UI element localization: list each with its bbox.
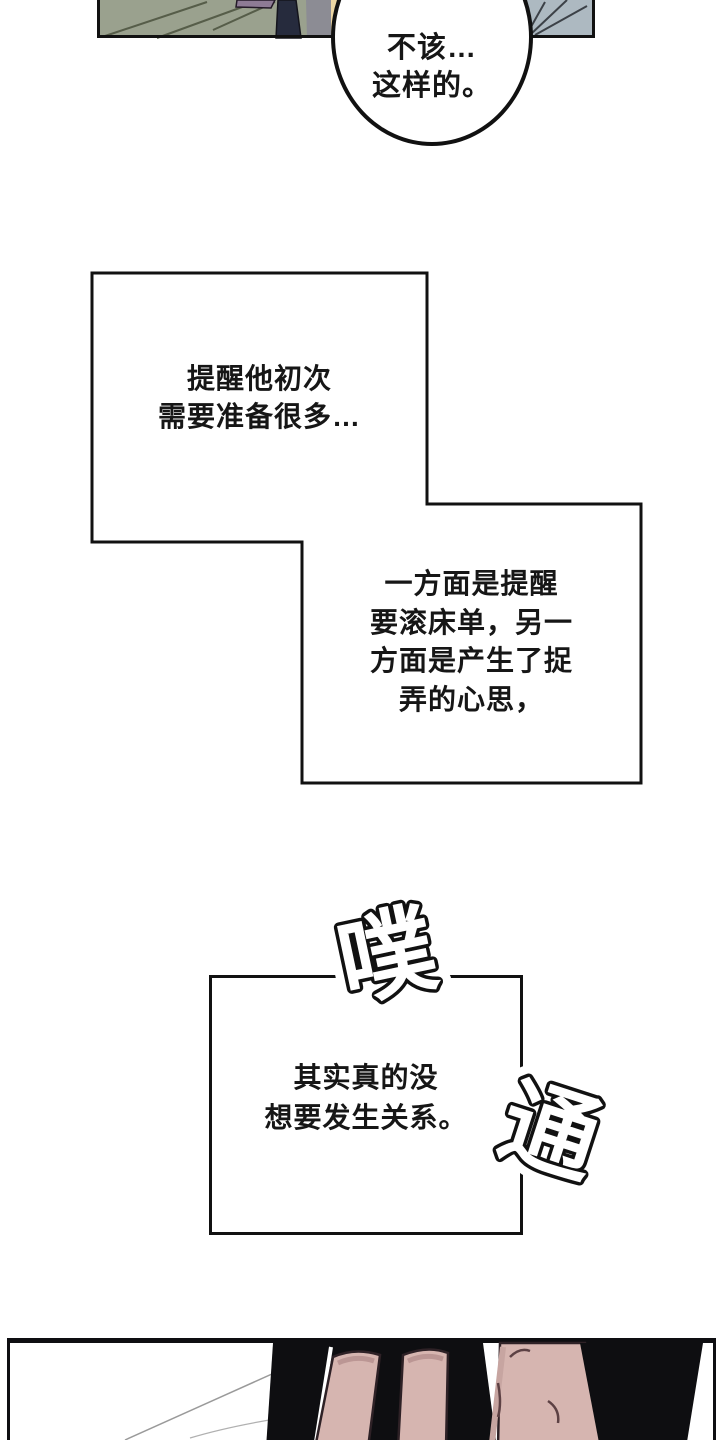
thought-text-1: 提醒他初次 需要准备很多… xyxy=(92,360,427,436)
thought-text-2: 一方面是提醒 要滚床单，另一 方面是产生了捉 弄的心思， xyxy=(302,565,641,719)
step-panel-shape xyxy=(90,271,643,785)
dialogue-line: 其实真的没 xyxy=(293,1062,439,1093)
gray-garment-patch xyxy=(306,0,331,38)
dialogue-line: 方面是产生了捉 xyxy=(369,645,573,676)
bedsheet-fold-line xyxy=(124,1364,293,1440)
bottom-art-scene xyxy=(124,1341,703,1440)
sfx-pu-glyph: 噗 xyxy=(329,894,446,1019)
dialogue-line: 需要准备很多… xyxy=(157,401,361,432)
sfx-tong-glyph: 通 xyxy=(488,1066,612,1197)
arm-shading-1 xyxy=(336,1355,375,1366)
arm-skin-strip-1 xyxy=(315,1350,382,1440)
dialogue-line: 一方面是提醒 xyxy=(384,568,559,599)
left-jacket-fabric xyxy=(97,0,328,38)
thought-text-3: 其实真的没 想要发生关系。 xyxy=(212,1058,520,1138)
thought-panels-outline xyxy=(90,271,643,785)
dialogue-line: 想要发生关系。 xyxy=(264,1102,468,1133)
dialogue-line: 这样的。 xyxy=(371,70,492,102)
arm-shading-2 xyxy=(406,1353,444,1364)
sfx-tong: 通 通 xyxy=(476,1054,624,1209)
arm-skin-strip-2 xyxy=(397,1348,450,1440)
bottom-art-panel xyxy=(7,1338,716,1440)
hand-edge-shading xyxy=(489,1346,506,1440)
hand-crease-lines xyxy=(496,1348,560,1424)
dialogue-line: 弄的心思， xyxy=(398,683,544,715)
thought-panel-3: 其实真的没 想要发生关系。 xyxy=(209,975,523,1235)
black-clothing-mass xyxy=(266,1343,496,1440)
sfx-pu: 噗 噗 xyxy=(317,882,458,1031)
purple-collar-patch xyxy=(235,0,276,9)
dialogue-line: 不该… xyxy=(386,32,477,64)
black-sleeve-band xyxy=(580,1343,703,1440)
speech-bubble-text: 不该… 这样的。 xyxy=(335,29,529,105)
necktie-strip xyxy=(275,0,302,39)
dialogue-line: 提醒他初次 xyxy=(186,363,332,394)
speech-bubble: 不该… 这样的。 xyxy=(331,0,533,146)
dialogue-line: 要滚床单，另一 xyxy=(369,606,573,638)
